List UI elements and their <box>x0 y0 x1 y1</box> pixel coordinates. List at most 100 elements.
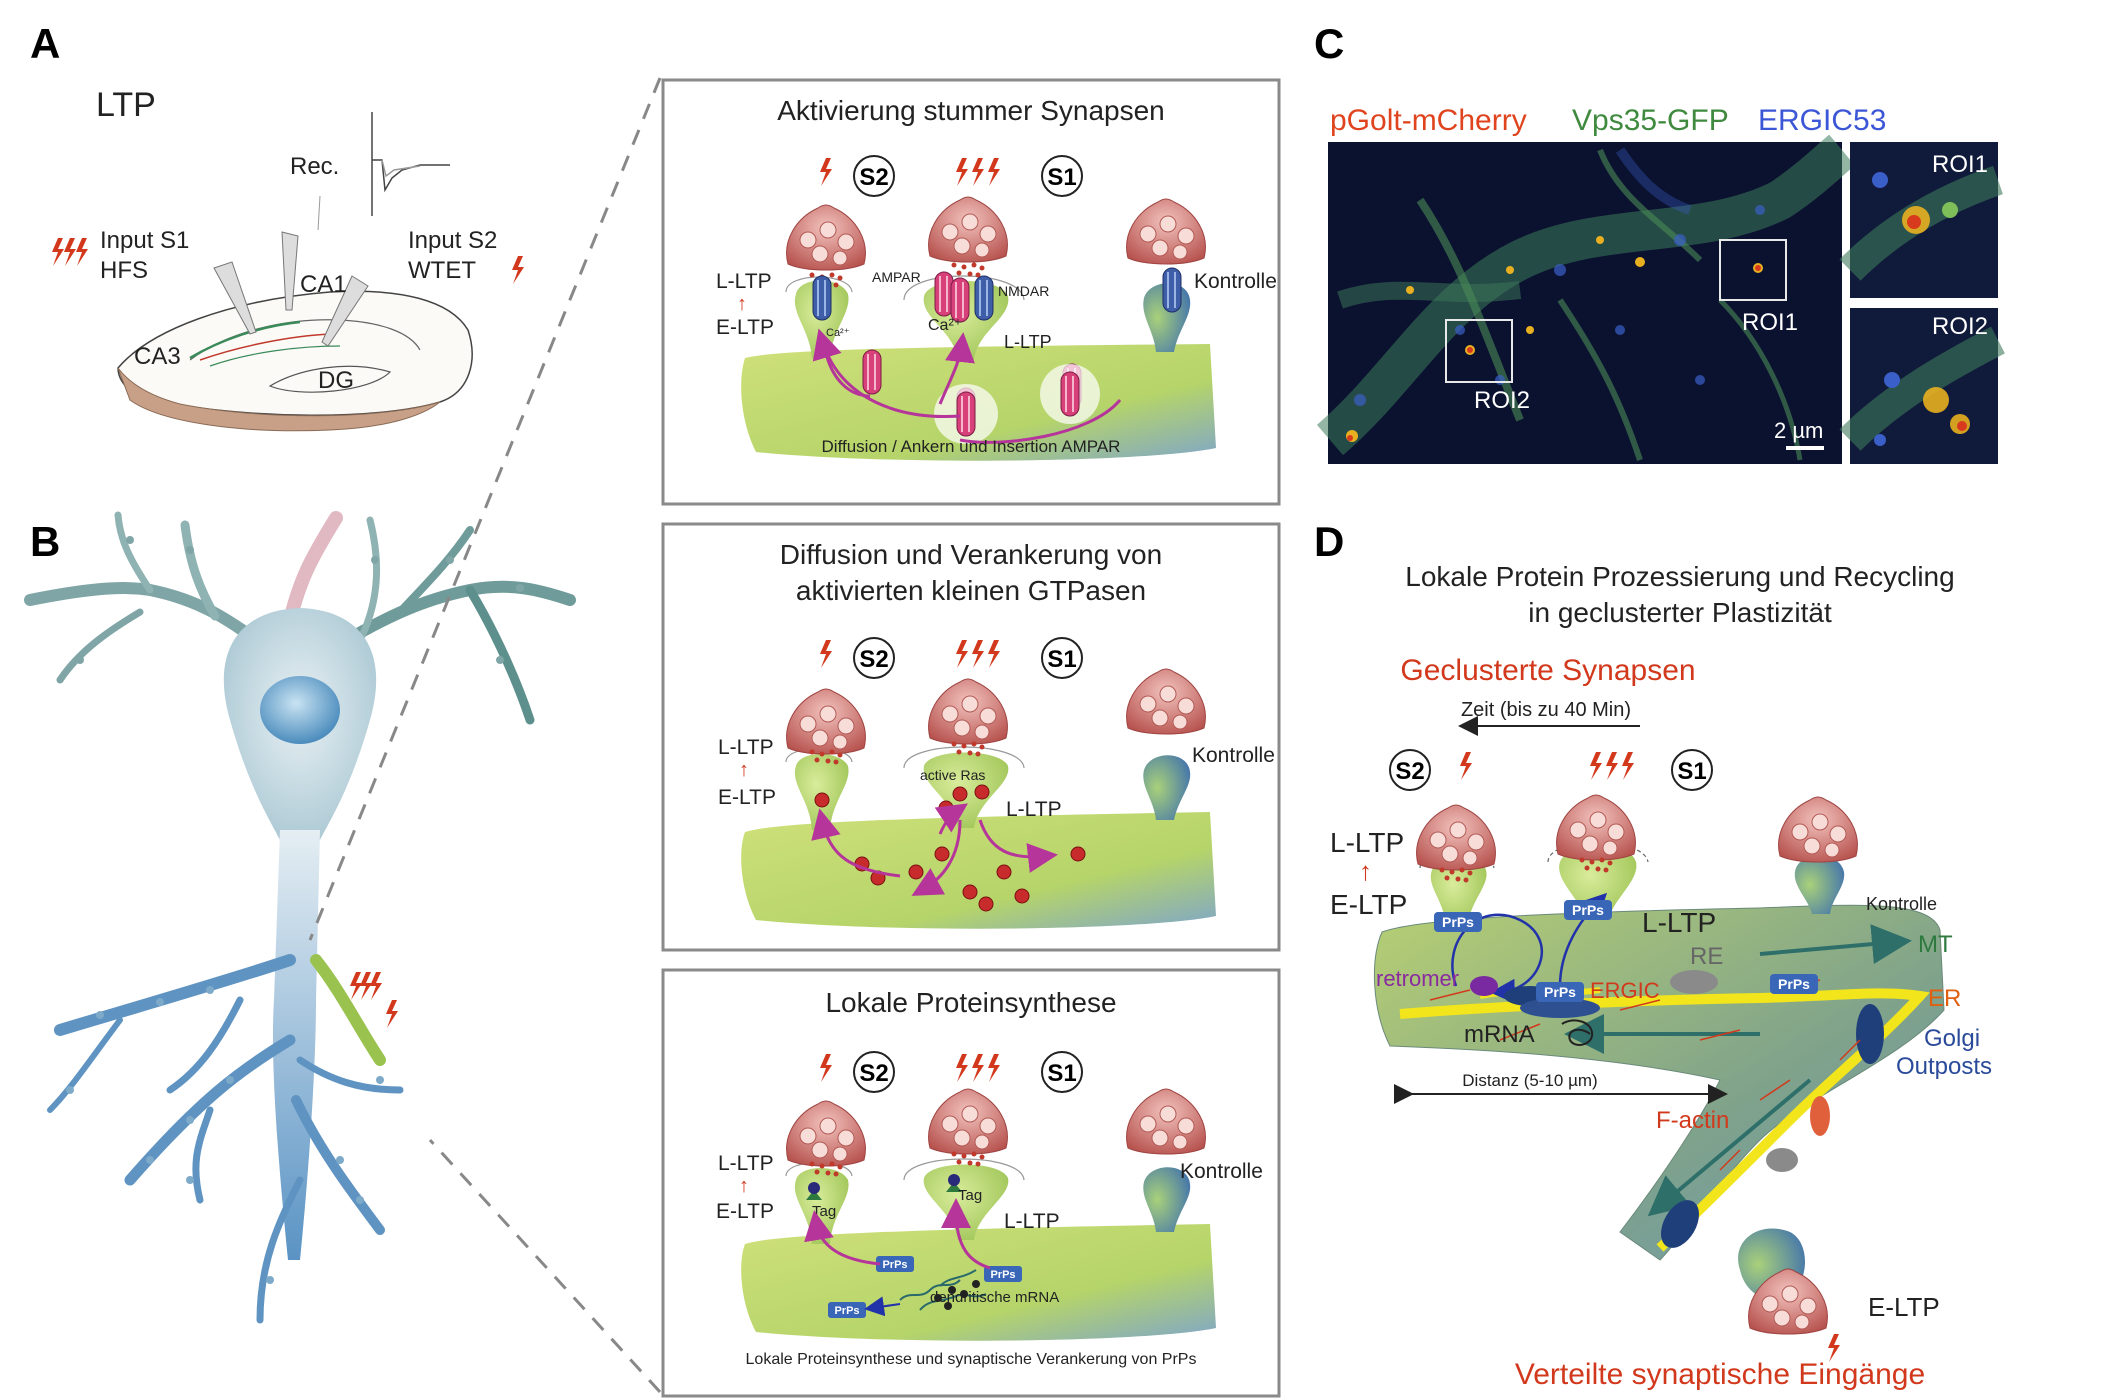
panel-d-title-line1: Lokale Protein Prozessierung und Recycli… <box>1405 561 1954 592</box>
micrograph-main <box>1316 134 1855 464</box>
retromer-label: retromer <box>1376 966 1459 991</box>
panel-d-prps-c: PrPs <box>1544 984 1576 1000</box>
box1-nmdar: NMDAR <box>998 283 1049 299</box>
box3-control: Kontrolle <box>1180 1160 1263 1183</box>
box3-prps-b: PrPs <box>990 1269 1015 1281</box>
svg-text:↑: ↑ <box>739 1175 749 1197</box>
box3-ribosomes <box>934 1280 980 1310</box>
box3-mrna-label: dendritische mRNA <box>930 1289 1059 1306</box>
panel-d-prps-d: PrPs <box>1778 976 1810 992</box>
panel-d-l-ltp-2: L-LTP <box>1642 907 1716 938</box>
panel-d-e-ltp: E-LTP <box>1330 889 1407 920</box>
dg-label: DG <box>318 367 354 394</box>
box3-l-ltp: L-LTP <box>718 1152 774 1175</box>
box1-l-ltp-2: L-LTP <box>1004 332 1052 352</box>
panel-b-letter: B <box>30 518 60 565</box>
zoom-line-top <box>308 77 662 941</box>
scale-bar-label: 2 µm <box>1774 418 1823 443</box>
box3-e-ltp: E-LTP <box>716 1200 774 1223</box>
panel-a-letter: A <box>30 20 60 67</box>
box1-s1: S1 <box>1047 164 1076 191</box>
panel-d-title-line2: in geclusterter Plastizität <box>1528 597 1832 628</box>
neuron <box>24 511 576 1324</box>
box2-s1: S1 <box>1047 646 1076 673</box>
panel-a: A LTP Rec. Input S1 HFS Input S2 WTET <box>30 20 524 432</box>
ergic-label: ERGIC <box>1590 978 1660 1003</box>
box1-caption: Diffusion / Ankern und Insertion AMPAR <box>822 437 1121 456</box>
e-ltp-bottom-label: E-LTP <box>1868 1292 1940 1322</box>
factin-label: F-actin <box>1656 1107 1729 1134</box>
input-s2-label: Input S2 <box>408 227 497 254</box>
box3-s2: S2 <box>859 1060 888 1087</box>
ca1-label: CA1 <box>300 271 347 298</box>
panel-c: C pGolt-mCherry Vps35-GFP ERGIC53 <box>1314 20 2005 464</box>
input-s1-label: Input S1 <box>100 227 189 254</box>
panel-d-prps-b: PrPs <box>1572 902 1604 918</box>
roi2-label-inset: ROI2 <box>1932 313 1988 340</box>
panel-a-title: LTP <box>96 86 156 124</box>
roi1-label-main: ROI1 <box>1742 309 1798 336</box>
box2-s2: S2 <box>859 646 888 673</box>
box-silent-synapses: Aktivierung stummer Synapsen S2 S1 <box>661 78 1281 506</box>
box3-tag-b: Tag <box>958 1187 982 1204</box>
box3-prps-a: PrPs <box>882 1259 907 1271</box>
distributed-inputs-label: Verteilte synaptische Eingänge <box>1515 1358 1925 1391</box>
box2-dendrite <box>741 812 1216 929</box>
box2-control: Kontrolle <box>1192 744 1275 767</box>
distance-label: Distanz (5-10 µm) <box>1462 1071 1597 1090</box>
svg-text:↑: ↑ <box>739 759 749 781</box>
roi2-inset <box>1839 308 2005 464</box>
er-label: ER <box>1928 985 1961 1012</box>
channel-green-label: Vps35-GFP <box>1572 104 1729 137</box>
hippocampus-slice <box>117 290 473 432</box>
panel-d: D Lokale Protein Prozessierung und Recyc… <box>1314 518 1992 1391</box>
box1-ampar: AMPAR <box>872 269 921 285</box>
panel-b: B <box>24 77 662 1394</box>
channel-red-label: pGolt-mCherry <box>1330 104 1527 137</box>
hfs-bolts <box>52 238 88 266</box>
panel-d-dendrite <box>1374 904 1945 1261</box>
svg-text:↑: ↑ <box>737 293 747 315</box>
box1-title: Aktivierung stummer Synapsen <box>777 95 1165 126</box>
box3-prps-c: PrPs <box>834 1305 859 1317</box>
panel-d-s2: S2 <box>1395 758 1424 785</box>
panel-d-letter: D <box>1314 518 1344 565</box>
mrna-label: mRNA <box>1464 1021 1535 1048</box>
panel-d-prps-a: PrPs <box>1442 914 1474 930</box>
clustered-synapses-label: Geclusterte Synapsen <box>1400 654 1695 687</box>
zoom-line-bottom <box>428 1138 662 1394</box>
box-protein-synthesis: Lokale Proteinsynthese S2 S1 Tag Tag <box>661 968 1281 1398</box>
channel-blue-label: ERGIC53 <box>1758 104 1886 137</box>
wtet-label: WTET <box>408 257 476 284</box>
box3-l-ltp-2: L-LTP <box>1004 1210 1060 1233</box>
svg-text:↑: ↑ <box>1359 856 1372 886</box>
recording-trace <box>371 112 450 216</box>
panel-d-s1: S1 <box>1677 758 1706 785</box>
box2-active-ras: active Ras <box>920 767 985 783</box>
re-label: RE <box>1690 943 1723 970</box>
box1-s2: S2 <box>859 164 888 191</box>
box1-l-ltp: L-LTP <box>716 270 772 293</box>
box3-caption: Lokale Proteinsynthese und synaptische V… <box>746 1351 1197 1368</box>
box2-l-ltp-2: L-LTP <box>1006 798 1062 821</box>
box2-l-ltp: L-LTP <box>718 736 774 759</box>
roi2-label-main: ROI2 <box>1474 387 1530 414</box>
rec-label: Rec. <box>290 153 339 180</box>
box3-mrna <box>899 1269 987 1311</box>
golgi-label: Golgi <box>1924 1025 1980 1052</box>
box3-tag-a: Tag <box>812 1203 836 1220</box>
box2-title-line2: aktivierten kleinen GTPasen <box>796 575 1146 606</box>
box2-title-line1: Diffusion und Verankerung von <box>780 539 1162 570</box>
box3-s1: S1 <box>1047 1060 1076 1087</box>
box-gtpases: Diffusion und Verankerung von aktivierte… <box>661 522 1281 952</box>
ca3-label: CA3 <box>134 343 181 370</box>
roi1-inset <box>1839 142 2003 298</box>
box1-e-ltp: E-LTP <box>716 316 774 339</box>
box1-ca-a: Ca²⁺ <box>826 327 850 339</box>
wtet-bolt <box>512 256 524 284</box>
box3-title: Lokale Proteinsynthese <box>825 987 1116 1018</box>
panel-d-control: Kontrolle <box>1866 894 1937 914</box>
box2-e-ltp: E-LTP <box>718 786 776 809</box>
hfs-label: HFS <box>100 257 148 284</box>
